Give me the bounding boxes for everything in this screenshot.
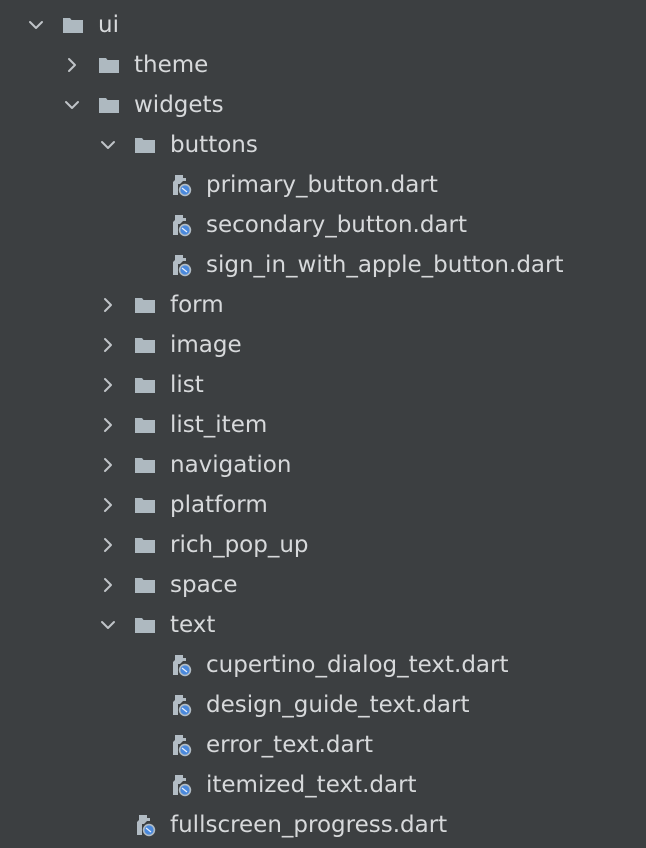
tree-folder-list[interactable]: list: [0, 365, 646, 405]
tree-item-label: form: [170, 292, 224, 318]
dart-file-icon: [169, 693, 193, 717]
folder-icon: [133, 573, 157, 597]
tree-folder-theme[interactable]: theme: [0, 45, 646, 85]
folder-icon: [133, 133, 157, 157]
tree-item-label: space: [170, 572, 238, 598]
dart-file-icon: [169, 253, 193, 277]
chevron-right-icon[interactable]: [96, 333, 120, 357]
folder-icon: [133, 373, 157, 397]
tree-item-label: image: [170, 332, 242, 358]
tree-item-label: design_guide_text.dart: [206, 692, 470, 718]
tree-item-label: error_text.dart: [206, 732, 374, 758]
chevron-down-icon[interactable]: [96, 133, 120, 157]
tree-folder-image[interactable]: image: [0, 325, 646, 365]
tree-folder-space[interactable]: space: [0, 565, 646, 605]
tree-file-cupertino-dialog-text[interactable]: cupertino_dialog_text.dart: [0, 645, 646, 685]
dart-file-icon: [169, 653, 193, 677]
tree-item-label: primary_button.dart: [206, 172, 438, 198]
dart-file-icon: [133, 813, 157, 837]
chevron-right-icon[interactable]: [60, 53, 84, 77]
chevron-down-icon[interactable]: [60, 93, 84, 117]
tree-item-label: cupertino_dialog_text.dart: [206, 652, 509, 678]
tree-file-secondary-button[interactable]: secondary_button.dart: [0, 205, 646, 245]
folder-icon: [61, 13, 85, 37]
tree-item-label: list: [170, 372, 204, 398]
tree-item-label: text: [170, 612, 216, 638]
tree-item-label: buttons: [170, 132, 258, 158]
chevron-down-icon[interactable]: [96, 613, 120, 637]
dart-file-icon: [169, 733, 193, 757]
folder-icon: [97, 53, 121, 77]
tree-item-label: widgets: [134, 92, 224, 118]
chevron-right-icon[interactable]: [96, 493, 120, 517]
dart-file-icon: [169, 213, 193, 237]
tree-folder-buttons[interactable]: buttons: [0, 125, 646, 165]
chevron-right-icon[interactable]: [96, 573, 120, 597]
tree-file-sign-in-with-apple-button[interactable]: sign_in_with_apple_button.dart: [0, 245, 646, 285]
folder-icon: [133, 493, 157, 517]
folder-icon: [133, 533, 157, 557]
folder-icon: [133, 453, 157, 477]
folder-icon: [133, 293, 157, 317]
tree-file-primary-button[interactable]: primary_button.dart: [0, 165, 646, 205]
tree-file-itemized-text[interactable]: itemized_text.dart: [0, 765, 646, 805]
tree-item-label: ui: [98, 12, 119, 38]
tree-folder-form[interactable]: form: [0, 285, 646, 325]
tree-file-design-guide-text[interactable]: design_guide_text.dart: [0, 685, 646, 725]
tree-folder-ui[interactable]: ui: [0, 5, 646, 45]
chevron-right-icon[interactable]: [96, 373, 120, 397]
tree-folder-list-item[interactable]: list_item: [0, 405, 646, 445]
tree-file-fullscreen-progress[interactable]: fullscreen_progress.dart: [0, 805, 646, 845]
tree-file-error-text[interactable]: error_text.dart: [0, 725, 646, 765]
folder-icon: [97, 93, 121, 117]
folder-icon: [133, 413, 157, 437]
dart-file-icon: [169, 173, 193, 197]
tree-folder-widgets[interactable]: widgets: [0, 85, 646, 125]
tree-item-label: sign_in_with_apple_button.dart: [206, 252, 564, 278]
tree-item-label: navigation: [170, 452, 292, 478]
chevron-right-icon[interactable]: [96, 293, 120, 317]
chevron-right-icon[interactable]: [96, 413, 120, 437]
tree-folder-platform[interactable]: platform: [0, 485, 646, 525]
tree-folder-navigation[interactable]: navigation: [0, 445, 646, 485]
chevron-right-icon[interactable]: [96, 453, 120, 477]
tree-item-label: list_item: [170, 412, 268, 438]
folder-icon: [133, 333, 157, 357]
tree-item-label: fullscreen_progress.dart: [170, 812, 448, 838]
tree-item-label: rich_pop_up: [170, 532, 309, 558]
tree-item-label: itemized_text.dart: [206, 772, 417, 798]
chevron-right-icon[interactable]: [96, 533, 120, 557]
dart-file-icon: [169, 773, 193, 797]
tree-item-label: secondary_button.dart: [206, 212, 468, 238]
tree-item-label: platform: [170, 492, 268, 518]
chevron-down-icon[interactable]: [24, 13, 48, 37]
tree-item-label: theme: [134, 52, 209, 78]
tree-folder-rich-pop-up[interactable]: rich_pop_up: [0, 525, 646, 565]
tree-folder-text[interactable]: text: [0, 605, 646, 645]
folder-icon: [133, 613, 157, 637]
